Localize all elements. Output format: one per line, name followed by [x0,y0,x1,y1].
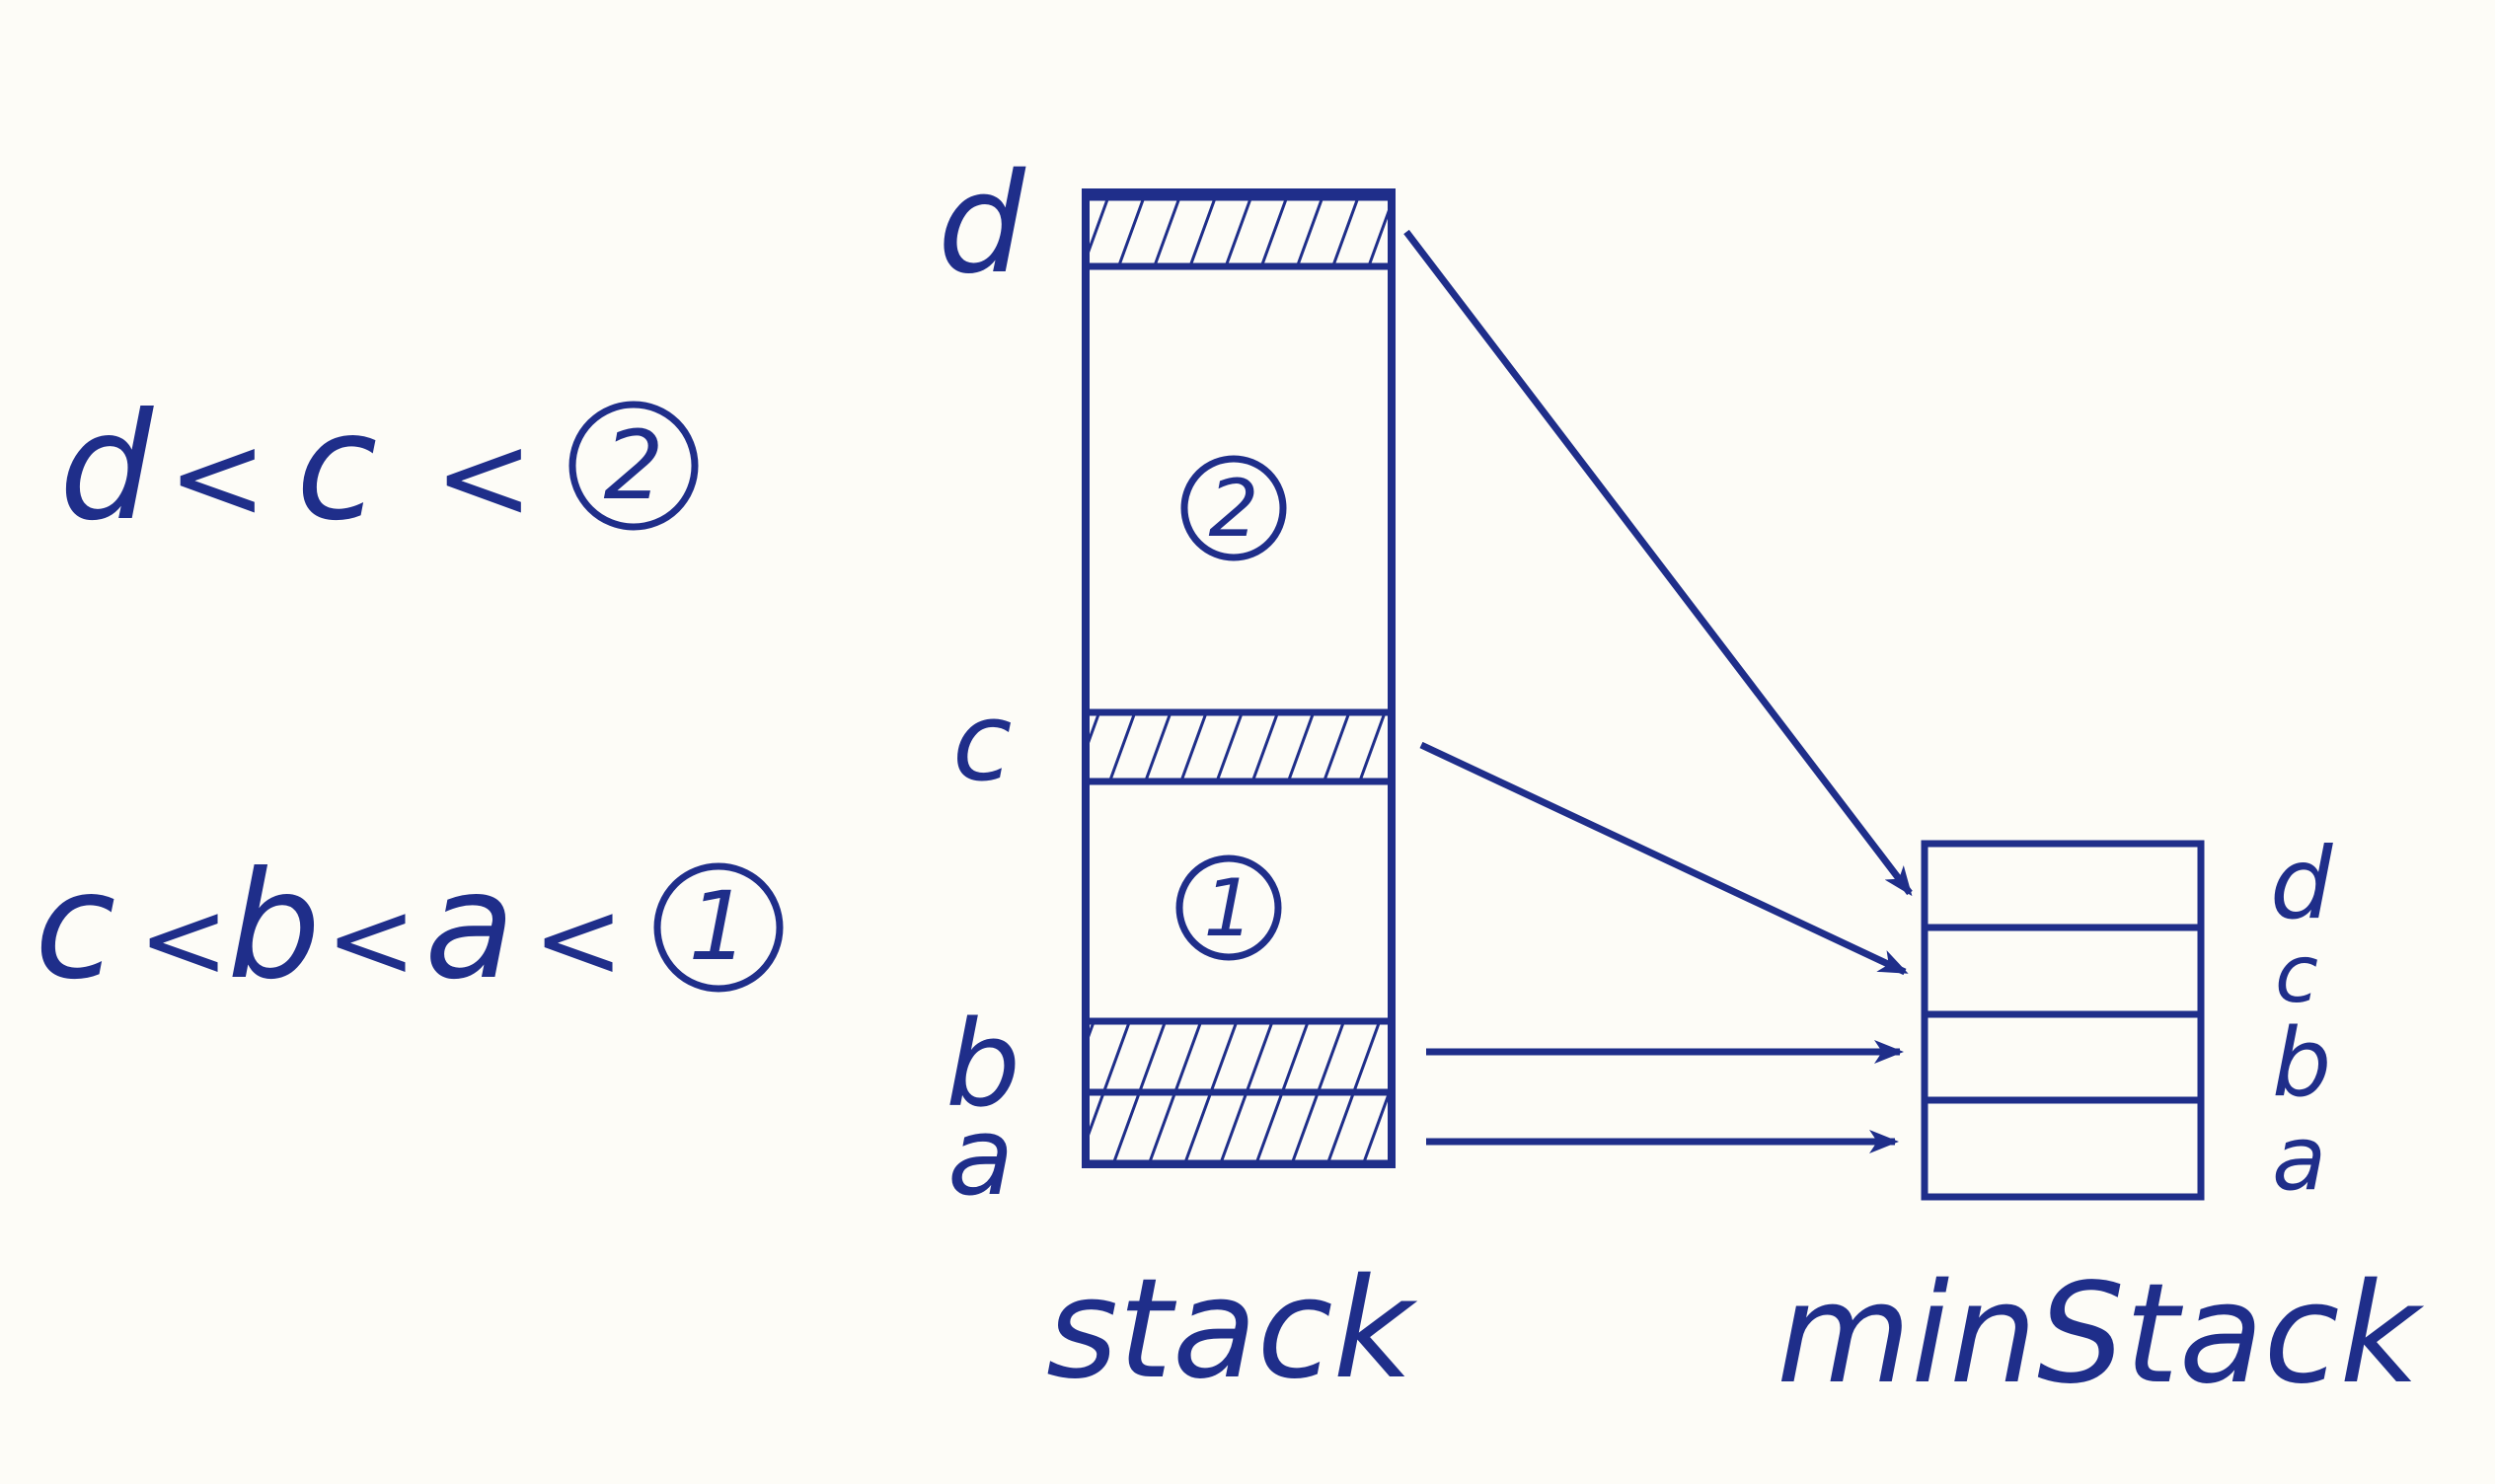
ineq-upper-lt2: < [434,409,534,547]
ineq-upper-d: d [59,382,154,554]
min-stack-label-a: a [2272,1107,2326,1211]
inequality-upper: d < c < 2 [59,382,699,554]
stack-slot-b [1082,1017,1396,1096]
inequality-lower: c < b < a < 1 [35,841,784,1012]
arrow-c [1419,741,1909,976]
circled-1-text-lower: 1 [688,871,748,982]
ineq-upper-c: c [296,382,377,554]
stack-slot-d [1082,193,1396,270]
min-stack-label-b: b [2272,1009,2331,1118]
stack-slot-c [1082,708,1396,785]
circled-number-1-lower: 1 [653,862,784,993]
stack-region-2: 2 [1180,455,1287,561]
stack-label-d: d [938,144,1026,305]
arrow-d [1403,229,1913,897]
stack-region-1: 1 [1175,854,1282,961]
ineq-lower-lt2: < [326,876,416,1002]
ineq-lower-lt1: < [138,876,229,1002]
min-stack-outline [1921,840,2205,1201]
stack-slot-a [1082,1088,1396,1167]
stack-region-2-text: 2 [1209,463,1259,555]
arrows [1403,229,1913,1153]
stack-label-a: a [947,1093,1014,1220]
circled-number-2-upper: 2 [568,401,699,531]
stack-caption: stack [1046,1249,1418,1410]
stack-region-1-text: 1 [1204,862,1254,954]
ineq-lower-a: a [424,841,515,1012]
ineq-lower-b: b [227,841,321,1012]
stack: 2 1 d c b a stack [938,144,1418,1410]
stack-label-b: b [945,997,1021,1134]
stack-label-c: c [952,679,1012,805]
ineq-lower-c: c [35,841,115,1012]
circled-2-text-upper: 2 [603,410,663,521]
min-stack-label-d: d [2270,826,2333,941]
ineq-upper-lt1: < [168,409,267,547]
min-stack-caption: minStack [1777,1254,2425,1415]
min-stack-label-c: c [2275,928,2318,1020]
ineq-lower-lt3: < [533,876,624,1002]
min-stack: d c b a minStack [1777,826,2425,1415]
